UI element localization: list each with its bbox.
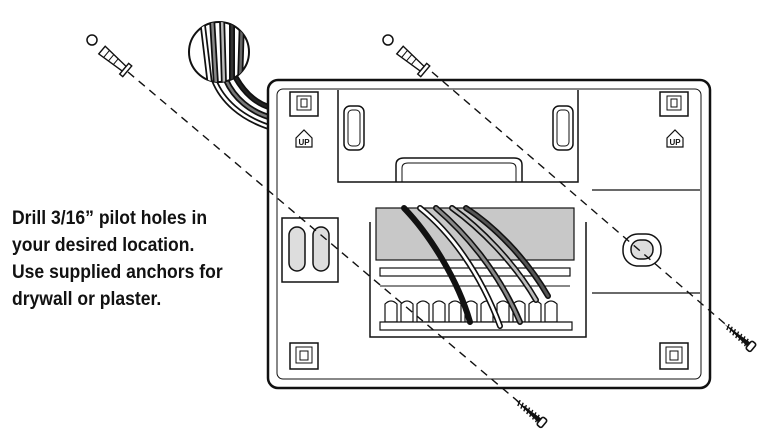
drill-guide-lines	[127, 71, 739, 421]
mounting-screw-icon	[724, 323, 757, 353]
terminal-wires	[401, 205, 551, 329]
wall-anchor-icon	[395, 45, 431, 78]
drill-hole-icon	[382, 34, 394, 46]
up-arrow-icon: UP	[666, 129, 684, 148]
terminal-screws	[384, 300, 558, 323]
left-mounting-slots	[281, 217, 339, 283]
wallplate: UP UP	[266, 78, 712, 390]
right-mounting-hole	[622, 233, 662, 267]
wall-anchor-icon	[97, 45, 133, 78]
corner-clip-top-right	[659, 91, 689, 117]
wall-hole-loupe	[188, 21, 250, 83]
drill-hole-icon	[86, 34, 98, 46]
corner-clip-bottom-right	[659, 342, 689, 370]
up-label-right: UP	[669, 138, 681, 147]
wire-bundle	[211, 75, 275, 131]
up-arrow-icon: UP	[295, 129, 313, 148]
instruction-line: Use supplied anchors for	[12, 261, 223, 283]
instruction-line: your desired location.	[12, 234, 195, 256]
instruction-line: drywall or plaster.	[12, 288, 162, 310]
instruction-line: Drill 3/16” pilot holes in	[12, 207, 208, 229]
mounting-screw-icon	[515, 399, 548, 429]
corner-clip-bottom-left	[289, 342, 319, 370]
top-latch	[337, 90, 579, 183]
up-label-left: UP	[298, 138, 310, 147]
mounting-instruction: Drill 3/16” pilot holes in your desired …	[12, 205, 228, 313]
corner-clip-top-left	[289, 91, 319, 117]
